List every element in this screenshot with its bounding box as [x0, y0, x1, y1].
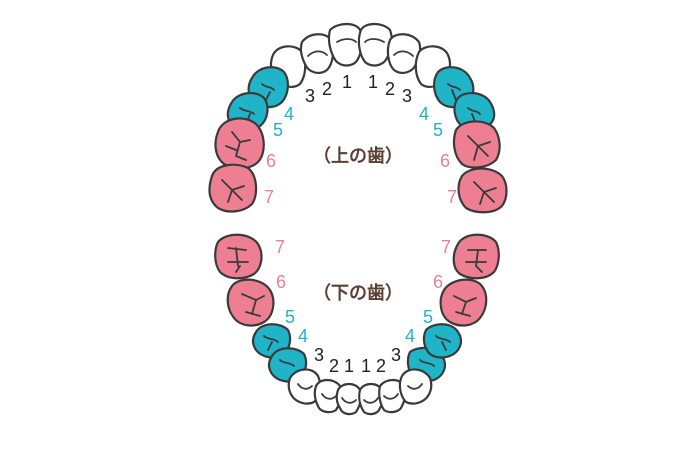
lower-right-number-1: 1	[361, 356, 371, 376]
upper-tooth-left-7	[208, 163, 258, 213]
lower-right-number-6: 6	[433, 272, 443, 292]
lower-left-number-5: 5	[285, 307, 295, 327]
upper-tooth-left-1	[327, 22, 364, 67]
lower-tooth-left-3	[287, 368, 322, 405]
upper-right-number-7: 7	[447, 187, 457, 207]
upper-right-number-6: 6	[440, 151, 450, 171]
lower-left-number-1: 1	[344, 356, 354, 376]
lower-left-number-3: 3	[314, 345, 324, 365]
lower-tooth-left-1	[335, 382, 362, 416]
upper-tooth-right-1	[357, 22, 393, 67]
upper-right-number-2: 2	[385, 79, 395, 99]
upper-left-number-1: 1	[342, 72, 352, 92]
upper-right-number-4: 4	[419, 104, 429, 124]
lower-tooth-right-1	[358, 382, 385, 416]
lower-left-number-4: 4	[298, 326, 308, 346]
upper-arch-label: （上の歯）	[313, 145, 403, 167]
upper-left-number-3: 3	[305, 86, 315, 106]
lower-tooth-right-5	[422, 323, 463, 359]
upper-right-number-5: 5	[433, 120, 443, 140]
lower-right-number-2: 2	[376, 356, 386, 376]
lower-right-number-5: 5	[423, 307, 433, 327]
lower-left-number-7: 7	[275, 237, 285, 257]
lower-arch-label: （下の歯）	[313, 282, 403, 304]
lower-tooth-right-2	[378, 378, 407, 414]
lower-tooth-left-7	[214, 233, 263, 280]
lower-tooth-right-7	[452, 233, 500, 280]
lower-tooth-right-6	[439, 278, 488, 327]
lower-left-number-2: 2	[329, 356, 339, 376]
upper-left-number-2: 2	[322, 79, 332, 99]
upper-left-number-4: 4	[284, 104, 294, 124]
lower-right-number-3: 3	[391, 345, 401, 365]
upper-left-number-7: 7	[264, 187, 274, 207]
upper-left-number-5: 5	[273, 120, 283, 140]
upper-left-number-6: 6	[266, 151, 276, 171]
upper-number-labels: 3 2 1 4 5 6 7 1 2 3 4 5 6 7	[264, 72, 457, 207]
lower-right-number-4: 4	[405, 326, 415, 346]
lower-tooth-left-2	[313, 378, 342, 414]
lower-tooth-right-3	[398, 368, 433, 405]
upper-arch	[208, 22, 508, 214]
lower-tooth-left-6	[226, 278, 275, 327]
lower-arch	[214, 233, 500, 416]
upper-tooth-left-2	[299, 33, 335, 74]
lower-number-labels: 7 6 5 4 3 2 1 1 2 3 4 5 6 7	[275, 237, 451, 376]
upper-right-number-3: 3	[402, 86, 412, 106]
upper-right-number-1: 1	[368, 72, 378, 92]
lower-right-number-7: 7	[441, 237, 451, 257]
lower-left-number-6: 6	[276, 272, 286, 292]
